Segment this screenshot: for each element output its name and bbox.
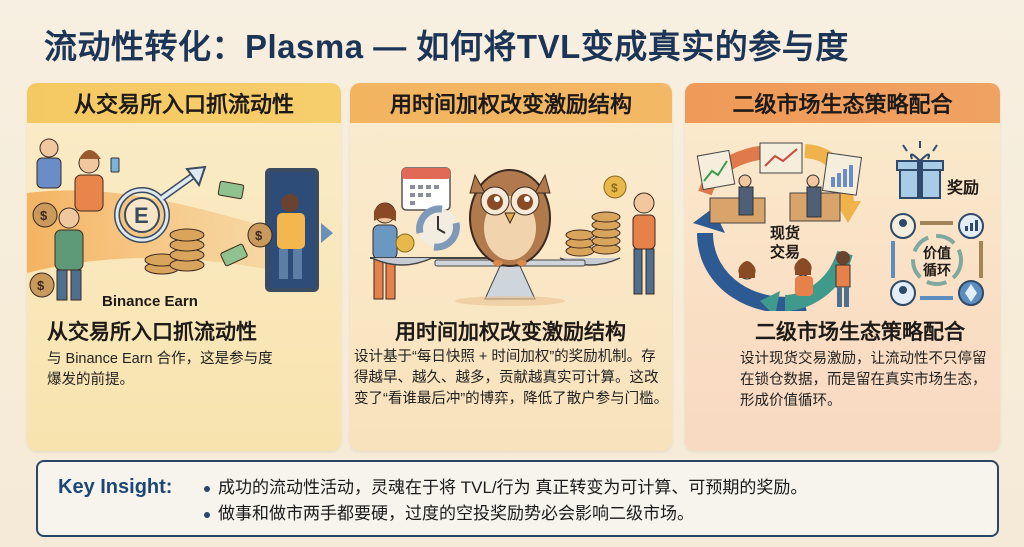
insight-point: 做事和做市两手都要硬，过度的空投奖励势必会影响二级市场。 (202, 501, 807, 527)
panel-time-weighted: 用时间加权改变激励结构 (350, 83, 672, 451)
panel-body: 设计基于“每日快照 + 时间加权”的奖励机制。存得越早、越久、越多，贡献越真实可… (354, 349, 669, 407)
spot-label-line2: 交易 (770, 243, 800, 261)
panel-header: 用时间加权改变激励结构 (350, 83, 672, 123)
owl-icon (469, 169, 551, 267)
binance-earn-label: Binance Earn (102, 293, 198, 310)
key-insight-list: 成功的流动性活动，灵魂在于将 TVL/行为 真正转变为可计算、可预期的奖励。 做… (202, 475, 807, 527)
people-icon (36, 138, 120, 301)
panel-subtitle: 用时间加权改变激励结构 (395, 321, 626, 344)
woman-icon (372, 202, 415, 300)
earn-e-logo-icon: E (114, 165, 207, 243)
panel-subtitle: 从交易所入口抓流动性 (47, 321, 257, 344)
illustration-owl-scale: $ (350, 123, 672, 311)
trading-chart-icon (696, 142, 863, 224)
svg-text:$: $ (255, 228, 263, 243)
man-icon: $ (603, 175, 656, 295)
panel-exchange-liquidity: 从交易所入口抓流动性 $ (27, 83, 341, 451)
panel-header: 从交易所入口抓流动性 (27, 83, 341, 123)
panel-body: 与 Binance Earn 合作，这是参与度爆发的前提。 (47, 351, 273, 388)
panel-subtitle: 二级市场生态策略配合 (755, 321, 965, 344)
value-cycle-icon (890, 213, 984, 306)
svg-text:$: $ (611, 181, 618, 195)
panel-header: 二级市场生态策略配合 (685, 83, 1000, 123)
portal-door-icon: $ (247, 168, 333, 292)
key-insight-label: Key Insight: (58, 476, 173, 498)
cycle-label-line1: 价值 (923, 245, 951, 261)
coin-stack-icon (565, 211, 621, 257)
spot-label-line1: 现货 (770, 224, 800, 242)
svg-text:$: $ (40, 208, 48, 223)
panel-body: 设计现货交易激励，让流动性不只停留在锁仓数据，而是留在真实市场生态，形成价值循环… (740, 351, 987, 409)
reward-label: 奖励 (947, 178, 979, 197)
gift-icon (896, 141, 944, 199)
key-insight-box: Key Insight: 成功的流动性活动，灵魂在于将 TVL/行为 真正转变为… (36, 460, 999, 537)
balance-scale-icon (370, 257, 621, 306)
traders-icon (738, 251, 851, 307)
cash-icon (217, 180, 248, 267)
illustration-binance-earn: $ $ E (27, 123, 341, 311)
clock-cycle-icon (416, 205, 460, 251)
illustration-market-cycle: 现货 交易 奖励 (685, 123, 1000, 316)
coin-stack-icon (144, 228, 205, 275)
panel-secondary-market: 二级市场生态策略配合 (685, 83, 1000, 451)
cycle-label-line2: 循环 (923, 262, 951, 278)
svg-text:$: $ (37, 278, 45, 293)
calendar-icon (401, 167, 451, 211)
svg-text:E: E (134, 203, 149, 228)
money-bag-icon: $ $ (29, 202, 58, 298)
insight-point: 成功的流动性活动，灵魂在于将 TVL/行为 真正转变为可计算、可预期的奖励。 (202, 475, 807, 501)
page-title: 流动性转化：Plasma — 如何将TVL变成真实的参与度 (44, 28, 849, 65)
